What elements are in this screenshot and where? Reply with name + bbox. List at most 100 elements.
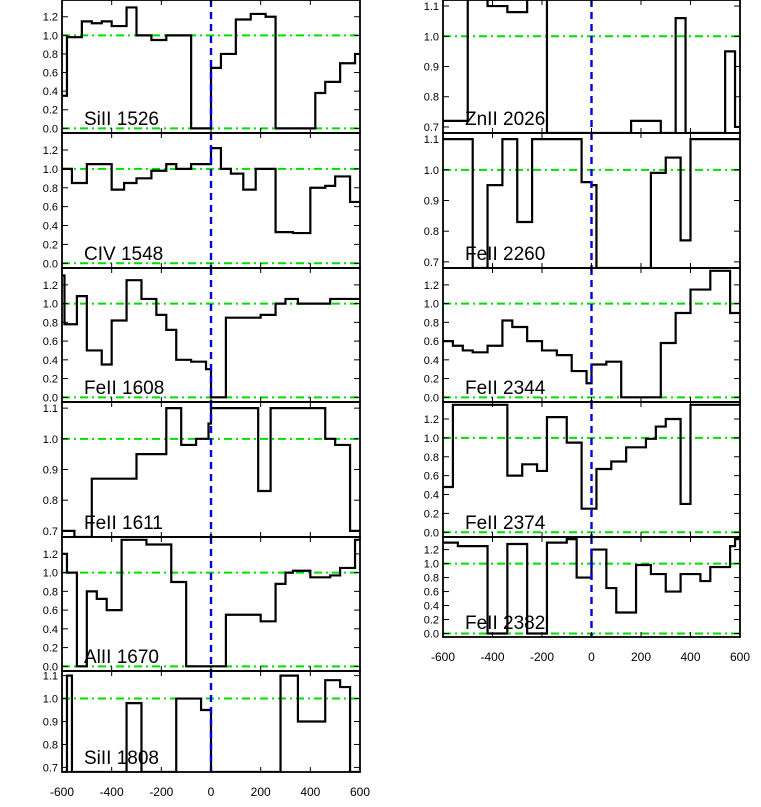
y-tick-label: 0.8 [424,317,439,329]
panel-label: CIV 1548 [84,244,163,265]
y-tick-label: 1.0 [43,299,58,311]
y-tick-label: 1.1 [43,403,58,415]
panel-label: AlII 1670 [84,647,159,668]
panel-label: FeII 2374 [465,513,546,534]
x-tick-label: -400 [100,785,124,799]
y-tick-label: 0.7 [424,257,439,269]
y-tick-label: 0.6 [43,605,58,617]
panel-label: FeII 2382 [465,613,545,634]
y-tick-label: 1.0 [43,568,58,580]
x-tick-label: 200 [251,785,271,799]
panel-label: FeII 1611 [84,513,163,534]
y-tick-label: 0.2 [43,105,58,117]
y-tick-label: 1.2 [43,280,58,292]
y-tick-label: 0.0 [43,661,58,673]
x-tick-label: -600 [431,650,455,664]
spectrum-histogram [62,407,360,537]
y-tick-label: 0.0 [424,629,439,641]
y-tick-label: 0.8 [43,49,58,61]
y-tick-label: 0.9 [43,465,58,477]
panel-label: FeII 1608 [84,378,164,399]
y-tick-label: 0.8 [43,586,58,598]
spectrum-histogram [443,138,740,268]
x-tick-label: 0 [588,650,595,664]
x-tick-label: 200 [631,650,651,664]
y-tick-label: 1.1 [424,1,439,13]
y-tick-label: 1.2 [424,280,439,292]
y-tick-label: 1.0 [424,31,439,43]
y-tick-label: 0.6 [424,587,439,599]
panel-label: SiII 1526 [84,109,159,130]
y-tick-label: 0.4 [43,86,58,98]
y-tick-label: 1.0 [424,165,439,177]
y-tick-label: 0.0 [43,258,58,270]
y-tick-label: 0.2 [43,239,58,251]
y-tick-label: 0.4 [43,355,58,367]
y-tick-label: 0.4 [43,221,58,233]
spectrum-histogram [443,403,740,510]
y-tick-label: 0.8 [43,739,58,751]
spectrum-histogram [62,274,360,399]
y-tick-label: 0.8 [424,92,439,104]
y-tick-label: 0.4 [424,355,439,367]
panel-label: SiII 1808 [84,748,159,769]
y-tick-label: 1.0 [424,433,439,445]
y-tick-label: 0.0 [424,527,439,539]
y-tick-label: 0.2 [424,508,439,520]
x-tick-label: 0 [208,785,215,799]
y-tick-label: 1.0 [43,30,58,42]
y-tick-label: 0.8 [43,317,58,329]
y-tick-label: 0.2 [43,643,58,655]
spectrum-histogram [443,269,740,399]
y-tick-label: 0.6 [43,336,58,348]
x-tick-label: -200 [530,650,554,664]
x-tick-label: 400 [300,785,320,799]
y-tick-label: 1.0 [424,559,439,571]
y-tick-label: 0.7 [43,762,58,774]
y-tick-label: 0.7 [43,526,58,538]
y-tick-label: 0.0 [43,392,58,404]
y-tick-label: 0.9 [424,196,439,208]
y-tick-label: 0.8 [424,452,439,464]
x-tick-label: 600 [350,785,370,799]
panel-label: FeII 2260 [465,244,545,265]
y-tick-label: 0.2 [424,374,439,386]
y-tick-label: 0.4 [43,624,58,636]
y-tick-label: 1.2 [43,145,58,157]
y-tick-label: 0.7 [424,122,439,134]
y-tick-label: 1.2 [43,12,58,24]
x-tick-label: 600 [730,650,750,664]
y-tick-label: 1.2 [43,549,58,561]
y-tick-label: 0.2 [43,374,58,386]
y-tick-label: 0.6 [43,68,58,80]
y-tick-label: 0.9 [424,62,439,74]
y-tick-label: 1.0 [43,164,58,176]
spectrum-histogram [443,537,740,635]
y-tick-label: 0.8 [424,226,439,238]
x-tick-label: 400 [680,650,700,664]
panel-label: ZnII 2026 [465,109,545,130]
y-tick-label: 0.4 [424,490,439,502]
y-tick-label: 1.0 [43,694,58,706]
y-tick-label: 0.6 [424,471,439,483]
y-tick-label: 0.8 [43,183,58,195]
y-tick-label: 1.0 [43,434,58,446]
y-tick-label: 1.1 [424,134,439,146]
y-tick-label: 0.9 [43,717,58,729]
y-tick-label: 0.8 [424,573,439,585]
y-tick-label: 1.1 [43,671,58,683]
y-tick-label: 1.0 [424,299,439,311]
